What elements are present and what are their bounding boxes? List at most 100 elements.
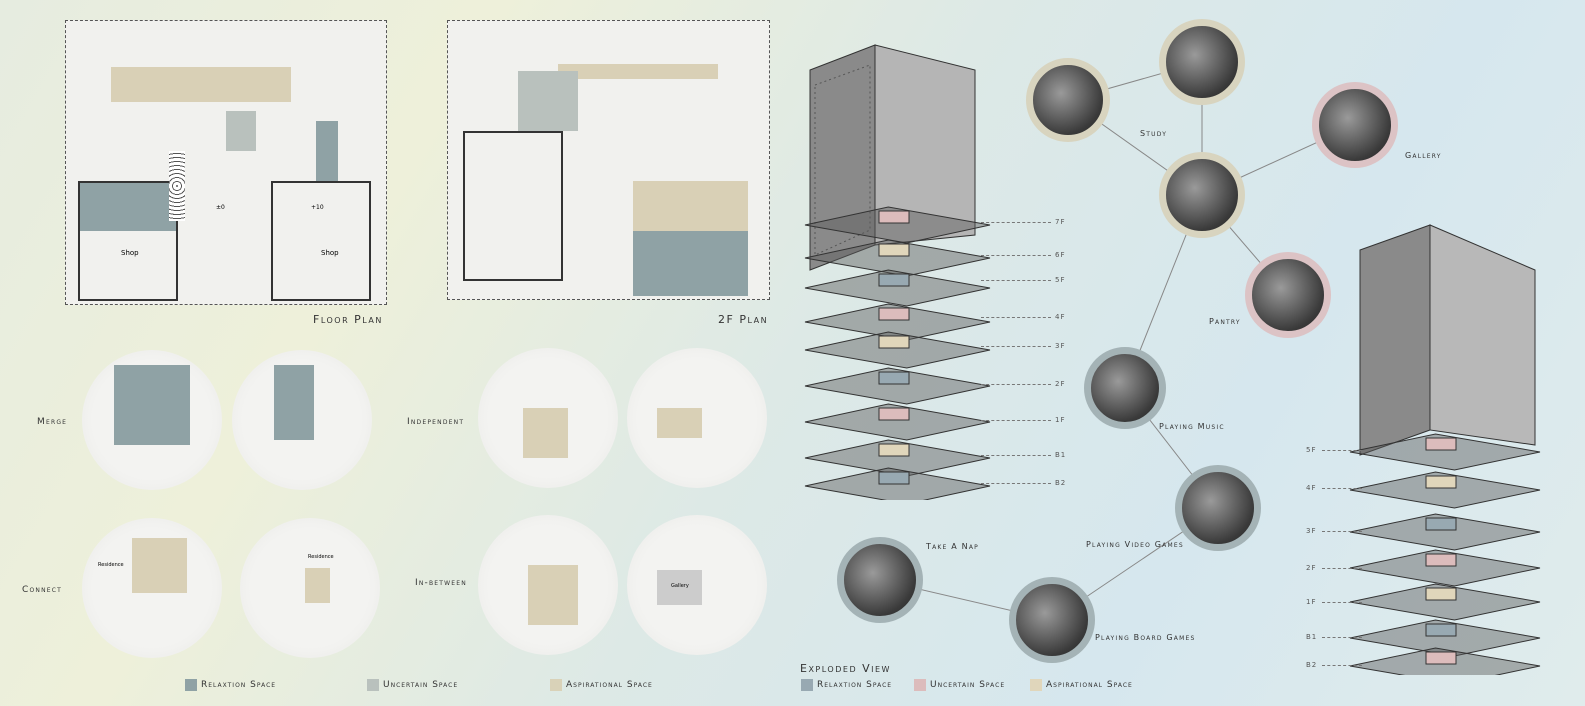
swatch — [1030, 679, 1042, 691]
leader-line — [1322, 665, 1362, 666]
floor-label: B2 — [1055, 479, 1067, 487]
floor-plan-title: Floor Plan — [313, 313, 383, 326]
floor-label: 1F — [1306, 598, 1317, 606]
floor-label: 3F — [1306, 527, 1317, 535]
leader-line — [981, 317, 1051, 318]
leader-line — [981, 420, 1051, 421]
program-box — [1425, 475, 1457, 489]
program-box — [878, 243, 910, 257]
photo-board-games — [1009, 577, 1095, 663]
legend-aspirational: Aspirational Space — [550, 679, 653, 691]
floor-label: 5F — [1055, 276, 1066, 284]
leader-line — [981, 483, 1051, 484]
program-box — [878, 407, 910, 421]
in-between-plan-b: Gallery — [627, 515, 767, 655]
swatch — [801, 679, 813, 691]
program-box — [878, 443, 910, 457]
leader-line — [1322, 568, 1362, 569]
merge-plan-a — [82, 350, 222, 490]
shop-label-right: Shop — [321, 249, 339, 257]
floor-label: 4F — [1306, 484, 1317, 492]
legend-label: Aspirational Space — [566, 680, 653, 690]
program-box — [878, 210, 910, 224]
leader-line — [981, 346, 1051, 347]
program-box — [1425, 517, 1457, 531]
leader-line — [981, 384, 1051, 385]
label-gallery: Gallery — [1405, 151, 1442, 160]
2f-plan — [447, 20, 770, 300]
floor-slab — [1349, 471, 1541, 509]
label-nap: Take A Nap — [926, 542, 979, 551]
floor-label: 6F — [1055, 251, 1066, 259]
swatch — [914, 679, 926, 691]
exploded-building — [804, 44, 991, 500]
floor-slab — [804, 269, 991, 307]
program-box — [878, 471, 910, 485]
photo-hub — [1159, 152, 1245, 238]
floor-slab — [1349, 619, 1541, 657]
photo-study-2 — [1159, 19, 1245, 105]
2f-plan-title: 2F Plan — [718, 313, 769, 326]
floor-slab — [804, 206, 991, 244]
legend-relaxation-2: Relaxtion Space — [801, 679, 892, 691]
legend-relaxation: Relaxtion Space — [185, 679, 276, 691]
leader-line — [981, 255, 1051, 256]
floor-label: 3F — [1055, 342, 1066, 350]
floor-label: 2F — [1306, 564, 1317, 572]
floor-slab — [1349, 513, 1541, 551]
photo-nap — [837, 537, 923, 623]
label-board-games: Playing Board Games — [1095, 633, 1196, 642]
floor-label: B1 — [1055, 451, 1067, 459]
floor-label: B1 — [1306, 633, 1318, 641]
elevation-marker: ±0 — [216, 204, 225, 211]
legend-uncertain-2: Uncertain Space — [914, 679, 1005, 691]
label-video-games: Playing Video Games — [1086, 540, 1184, 549]
independent-plan-a — [478, 348, 618, 488]
strategy-in-between: In-between — [415, 578, 467, 588]
photo-gallery — [1312, 82, 1398, 168]
leader-line — [1322, 637, 1362, 638]
label-study: Study — [1140, 129, 1168, 138]
floor-label: B2 — [1306, 661, 1318, 669]
floor-slab — [804, 439, 991, 477]
leader-line — [1322, 450, 1362, 451]
legend-label: Aspirational Space — [1046, 680, 1133, 690]
photo-video-games — [1175, 465, 1261, 551]
legend-label: Relaxtion Space — [201, 680, 277, 690]
leader-line — [1322, 531, 1362, 532]
strategy-independent: Independent — [407, 417, 465, 427]
label-music: Playing Music — [1159, 422, 1225, 431]
legend-label: Uncertain Space — [930, 680, 1006, 690]
floor-slab — [804, 403, 991, 441]
floor-label: 5F — [1306, 446, 1317, 454]
leader-line — [981, 222, 1051, 223]
swatch — [185, 679, 197, 691]
floor-slab — [1349, 549, 1541, 587]
tower-building — [1349, 224, 1541, 675]
independent-plan-b — [627, 348, 767, 488]
merge-plan-b — [232, 350, 372, 490]
exploded-view-title: Exploded View — [800, 662, 891, 675]
floor-slab — [804, 331, 991, 369]
connect-plan-b: Residence — [240, 518, 380, 658]
strategy-connect: Connect — [22, 585, 63, 595]
elevation-marker: +10 — [311, 204, 324, 211]
floor-label: 1F — [1055, 416, 1066, 424]
floor-slab — [804, 367, 991, 405]
photo-study — [1026, 58, 1110, 142]
legend-label: Relaxtion Space — [817, 680, 893, 690]
label-pantry: Pantry — [1209, 317, 1241, 326]
leader-line — [981, 280, 1051, 281]
legend-uncertain: Uncertain Space — [367, 679, 458, 691]
floor-label: 2F — [1055, 380, 1066, 388]
floor-label: 7F — [1055, 218, 1066, 226]
legend-aspirational-2: Aspirational Space — [1030, 679, 1133, 691]
swatch — [367, 679, 379, 691]
floor-label: 4F — [1055, 313, 1066, 321]
floor-plan: Shop Shop ±0 +10 — [65, 20, 387, 305]
in-between-plan-a — [478, 515, 618, 655]
program-box — [1425, 623, 1457, 637]
leader-line — [1322, 488, 1362, 489]
program-box — [878, 371, 910, 385]
connect-plan-a: Residence — [82, 518, 222, 658]
